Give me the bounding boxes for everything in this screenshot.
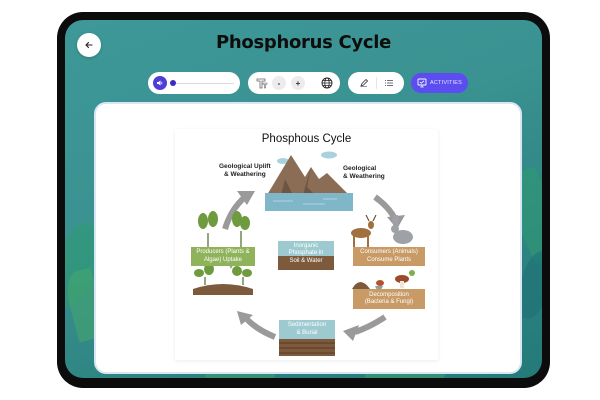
list-icon[interactable] [385,79,393,87]
plants-illustration [193,211,253,295]
globe-icon[interactable] [321,77,333,89]
stage-inorganic-phosphate-overlay: Inorganic Phosphate in Soil & Water [288,242,324,264]
decrease-font-button[interactable]: - [272,76,286,90]
diagram-title: Phosphous Cycle [261,133,352,145]
audio-progress-thumb[interactable] [170,80,176,86]
increase-font-button[interactable]: + [291,76,305,90]
label-geological-uplift: Geological Uplift & Weathering [219,163,271,179]
speaker-icon [157,80,163,86]
app-screen: Phosphorus Cycle - + [65,20,542,378]
play-audio-button[interactable] [153,76,167,90]
stage-producers: Producers (Plants & Algae) Uptake [191,247,255,266]
arrow-left-icon [85,41,93,49]
font-controls: - + [248,72,340,94]
audio-player [148,72,240,94]
page-title: Phosphorus Cycle [215,32,391,53]
text-size-icon [256,78,268,89]
stage-consumers: Consumers (Animals) Consume Plants [353,247,425,266]
tools-group [348,72,404,94]
audio-progress-track[interactable] [172,82,234,84]
stage-decomposition: Decomposition (Bacteria & Fungi) [353,289,425,309]
soil-strip [278,256,334,270]
activities-label: ACTIVITIES [430,80,462,86]
phosphorus-cycle-diagram: Phosphous Cycle Geological Uplift & Weat… [175,129,438,360]
mountain-illustration [265,151,353,211]
content-panel: Phosphous Cycle Geological Uplift & Weat… [94,102,522,374]
label-geological-weathering: Geological & Weathering [343,165,385,181]
activities-button[interactable]: ACTIVITIES [411,73,468,93]
sediment-layers [279,339,335,356]
tools-divider [376,77,377,89]
fungi-illustration [352,270,415,289]
back-button[interactable] [77,33,101,57]
pen-icon[interactable] [360,79,368,87]
monitor-check-icon [417,78,427,88]
toolbar: - + ACTIVITIES [65,72,542,94]
tablet-frame: Phosphorus Cycle - + [57,12,550,388]
panel-scroll-indicator [96,367,520,369]
animals-illustration [351,215,413,247]
stage-sedimentation: Sedimentation & Burial [279,320,335,339]
